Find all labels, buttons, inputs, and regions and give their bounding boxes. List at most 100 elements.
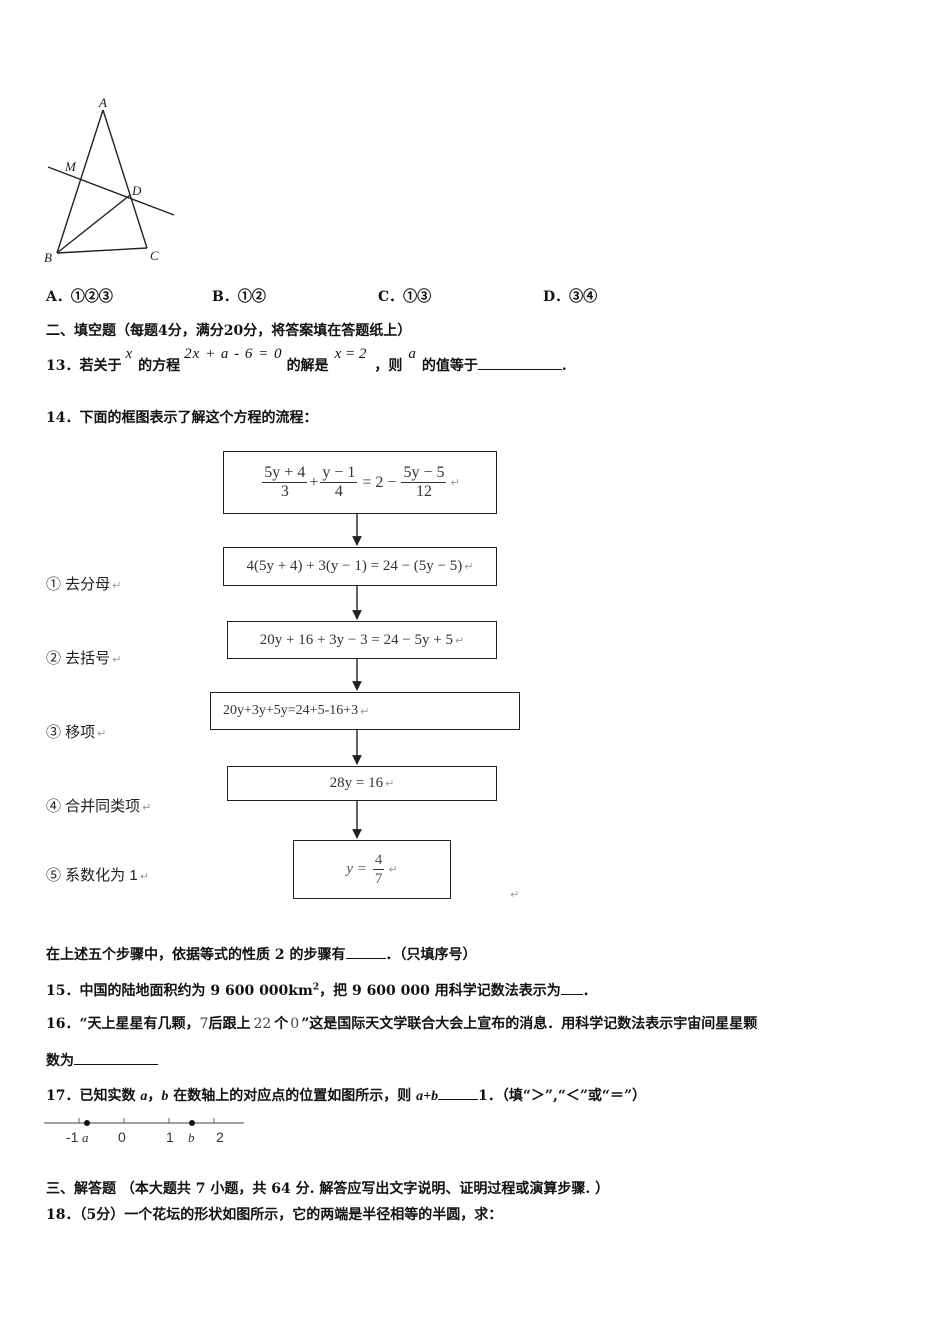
step2-equation: 20y + 16 + 3y − 3 = 24 − 5y + 5	[259, 631, 454, 648]
return-mark-icon: ↵	[450, 476, 460, 489]
option-d[interactable]: D．③④	[543, 286, 597, 306]
return-mark-icon: ↵	[97, 727, 107, 740]
fraction-denominator: 7	[374, 871, 383, 887]
option-letter: A．	[46, 289, 71, 305]
return-mark-icon: ↵	[112, 653, 122, 666]
number-line: -1 0 1 2 a b	[44, 1118, 244, 1145]
return-mark-icon: ↵	[455, 633, 465, 647]
option-text: ①②	[237, 289, 266, 305]
q15-text: ，把 9 600 000 用科学记数法表示为	[319, 983, 561, 999]
q16-text: 个	[274, 1016, 289, 1032]
point-a	[84, 1120, 90, 1126]
return-mark-icon: ↵	[464, 560, 474, 573]
fraction-numerator: 5y + 4	[262, 464, 308, 483]
step-label-text: ③ 移项	[46, 724, 96, 741]
q14-intro: 14．下面的框图表示了解这个方程的流程：	[46, 410, 318, 426]
q17-text: 1．（填“＞”,“＜”或“＝”）	[478, 1088, 647, 1104]
q13-solution: x = 2	[334, 346, 367, 362]
q16-answer-blank[interactable]	[74, 1050, 158, 1065]
q17-text: 在数轴上的对应点的位置如图所示，则	[168, 1088, 417, 1104]
q13-text: ，则	[374, 358, 403, 374]
tick-label: 0	[118, 1129, 126, 1145]
point-label-a: a	[82, 1130, 89, 1145]
step-label-1: ① 去分母↵	[46, 573, 121, 594]
q14-question-text: 在上述五个步骤中，依据等式的性质 2 的步骤有	[46, 947, 346, 963]
q17-var-b: b	[161, 1089, 169, 1104]
fraction-denominator: 12	[415, 483, 432, 500]
option-b[interactable]: B．①②	[212, 286, 266, 306]
triangle-figure: A M D B C	[44, 95, 175, 265]
q15-superscript: 2	[312, 982, 320, 993]
step1-equation: 4(5y + 4) + 3(y − 1) = 24 − (5y − 5)	[246, 558, 463, 574]
flow-box-step3: 20y+3y+5y=24+5-16+3↵	[210, 692, 520, 730]
step4-equation: 28y = 16	[329, 775, 384, 791]
q15-answer-blank[interactable]	[560, 980, 583, 995]
return-mark-icon: ↵	[388, 863, 398, 876]
option-letter: D．	[543, 289, 570, 305]
q13-period: .	[561, 358, 567, 374]
return-mark-icon: ↵	[360, 704, 370, 718]
option-letter: B．	[212, 289, 238, 305]
fraction-numerator: y − 1	[320, 464, 358, 483]
label-b: B	[44, 250, 52, 265]
q16-number-22: 22	[253, 1016, 272, 1032]
return-mark-icon: ↵	[510, 888, 520, 901]
q16-text: 数为	[46, 1053, 74, 1069]
fraction-denominator: 4	[334, 483, 343, 500]
q17-text: 17．已知实数	[46, 1088, 141, 1104]
label-c: C	[150, 248, 159, 263]
step-label-5: ⑤ 系数化为 1↵	[46, 864, 149, 885]
option-text: ①③	[403, 289, 432, 305]
q17-expression: a+b	[416, 1089, 439, 1104]
q14-answer-blank[interactable]	[345, 944, 386, 959]
fraction-denominator: 3	[280, 483, 289, 500]
q13-text: 的方程	[138, 358, 181, 374]
step3-equation: 20y+3y+5y=24+5-16+3	[223, 703, 359, 718]
tick-label: 1	[166, 1129, 174, 1145]
option-text: ①②③	[70, 289, 113, 305]
option-c[interactable]: C．①③	[378, 286, 431, 306]
step-label-4: ④ 合并同类项↵	[46, 795, 151, 816]
q14-question: 在上述五个步骤中，依据等式的性质 2 的步骤有 ．（只填序号）	[46, 944, 477, 964]
q13-var-a: a	[408, 346, 416, 362]
q16-text: 后跟上	[208, 1016, 251, 1032]
q17-answer-blank[interactable]	[438, 1085, 479, 1100]
step-label-2: ② 去括号↵	[46, 647, 121, 668]
q16-number-0: 0	[290, 1016, 300, 1032]
q13-text: 的值等于	[421, 358, 478, 374]
return-mark-icon: ↵	[142, 801, 152, 814]
point-b	[189, 1120, 195, 1126]
label-a: A	[98, 95, 107, 110]
q16-text: 16．“天上星星有几颗，	[46, 1016, 200, 1032]
plus-sign: +	[309, 473, 319, 491]
q13-equation: 2x + a - 6 = 0	[184, 346, 283, 362]
q17-var-a: a	[140, 1089, 148, 1104]
q13-answer-blank[interactable]	[477, 355, 562, 370]
side-ab	[56, 109, 104, 254]
q14-question-end: ．（只填序号）	[385, 947, 477, 963]
step-label-text: ① 去分母	[46, 576, 111, 593]
point-label-b: b	[188, 1130, 195, 1145]
q17: 17．已知实数 a，b 在数轴上的对应点的位置如图所示，则 a+b 1．（填“＞”…	[46, 1085, 646, 1105]
fraction-numerator: 5y − 5	[401, 464, 447, 483]
step-label-text: ④ 合并同类项	[46, 798, 141, 815]
equation-middle: = 2 −	[362, 473, 397, 491]
q15-text: 15．中国的陆地面积约为 9 600 000km	[46, 983, 313, 999]
fraction-numerator: 4	[372, 852, 385, 870]
step-label-text: ⑤ 系数化为 1	[46, 867, 138, 884]
q18: 18．（5分）一个花坛的形状如图所示，它的两端是半径相等的半圆，求：	[46, 1207, 503, 1223]
q17-text: ，	[147, 1088, 162, 1104]
tick-label: -1	[66, 1129, 79, 1145]
option-letter: C．	[378, 289, 404, 305]
flow-box-step4: 28y = 16↵	[227, 766, 497, 801]
q15: 15．中国的陆地面积约为 9 600 000km2，把 9 600 000 用科…	[46, 980, 597, 1000]
option-a[interactable]: A．①②③	[46, 286, 113, 306]
section2-title: 二、填空题（每题4分，满分20分，将答案填在答题纸上）	[46, 323, 412, 339]
